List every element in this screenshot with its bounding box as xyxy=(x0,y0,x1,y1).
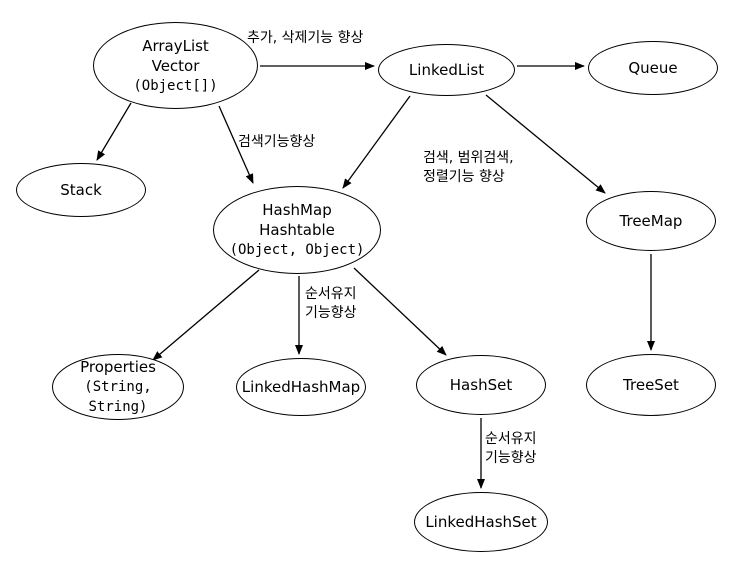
node-label: Vector xyxy=(151,56,200,75)
node-label: Stack xyxy=(60,181,102,199)
node-label: TreeSet xyxy=(623,376,679,394)
edge-label-search: 검색기능향상 xyxy=(238,134,316,150)
edge-arraylist-hashmap xyxy=(218,105,254,184)
node-queue: Queue xyxy=(588,41,718,95)
node-label: HashMap xyxy=(262,201,332,219)
edge-label-line: 기능향상 xyxy=(305,305,357,321)
node-linkedhashmap: LinkedHashMap xyxy=(236,358,366,416)
edge-label-line: 검색, 범위검색, xyxy=(423,150,514,166)
edge-label-order-preserve: 순서유지 기능향상 xyxy=(485,430,537,468)
node-label: HashSet xyxy=(449,376,513,394)
node-treemap: TreeMap xyxy=(586,191,716,251)
node-type-signature: (Object, Object) xyxy=(229,242,365,258)
node-label: Hashtable xyxy=(259,221,335,239)
edge-linkedlist-hashmap xyxy=(342,95,411,189)
node-hashset: HashSet xyxy=(416,355,546,415)
edge-label-order-preserve: 순서유지 기능향상 xyxy=(305,285,357,323)
edge-hashmap-hashset xyxy=(353,267,447,356)
edge-label-line: 순서유지 xyxy=(305,286,357,302)
edge-label-line: 정렬기능 향상 xyxy=(423,169,505,185)
edge-label-add-delete: 추가, 삭제기능 향상 xyxy=(247,30,364,46)
node-label: LinkedList xyxy=(408,61,485,79)
edge-hashmap-properties xyxy=(152,269,260,361)
node-type-signature: (Object[]) xyxy=(133,77,218,94)
edge-label-line: 기능향상 xyxy=(485,450,537,466)
edge-linkedlist-treemap xyxy=(485,94,606,194)
node-label: Properties xyxy=(80,358,156,376)
node-label: ArrayList xyxy=(142,36,209,55)
node-stack: Stack xyxy=(16,163,146,217)
edge-label-search-range-sort: 검색, 범위검색, 정렬기능 향상 xyxy=(423,149,514,187)
node-linkedhashset: LinkedHashSet xyxy=(414,492,548,552)
node-type-signature: (String, String) xyxy=(84,379,152,415)
node-treeset: TreeSet xyxy=(586,354,716,416)
node-label: Queue xyxy=(628,59,678,77)
node-label: LinkedHashMap xyxy=(241,378,361,396)
edge-arraylist-stack xyxy=(96,102,132,161)
node-arraylist-vector: ArrayList Vector (Object[]) xyxy=(93,22,258,109)
node-properties: Properties (String, String) xyxy=(52,354,184,420)
node-label: TreeMap xyxy=(619,212,683,230)
node-label: LinkedHashSet xyxy=(425,513,537,531)
node-linkedlist: LinkedList xyxy=(378,44,515,96)
edge-label-line: 순서유지 xyxy=(485,431,537,447)
node-hashmap-hashtable: HashMap Hashtable (Object, Object) xyxy=(213,186,381,274)
